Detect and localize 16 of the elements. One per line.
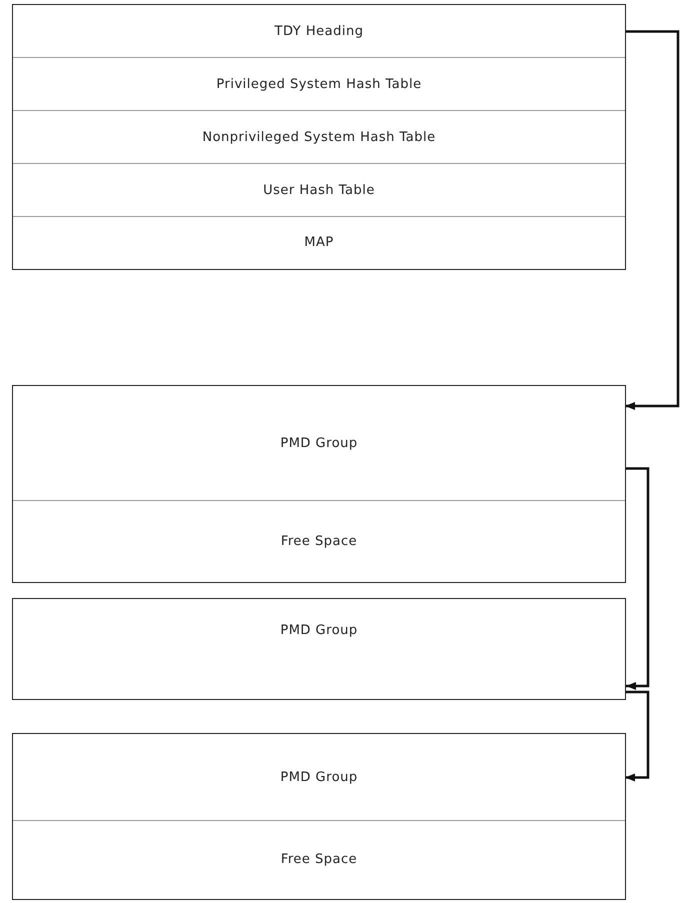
arrow <box>625 690 650 782</box>
memory-block: PMD Group <box>12 598 626 700</box>
table-row: Nonprivileged System Hash Table <box>13 111 625 164</box>
table-row: User Hash Table <box>13 164 625 217</box>
table-row: PMD Group <box>13 386 625 501</box>
table-row: Free Space <box>13 821 625 898</box>
table-row: Privileged System Hash Table <box>13 58 625 111</box>
table-row: TDY Heading <box>13 5 625 58</box>
memory-block <box>12 385 626 583</box>
table-row: MAP <box>13 217 625 268</box>
table-row: Free Space <box>13 501 625 581</box>
arrow <box>625 30 680 410</box>
table-row: PMD Group <box>13 734 625 821</box>
arrow <box>625 467 650 690</box>
memory-block <box>12 733 626 900</box>
memory-block <box>12 4 626 270</box>
